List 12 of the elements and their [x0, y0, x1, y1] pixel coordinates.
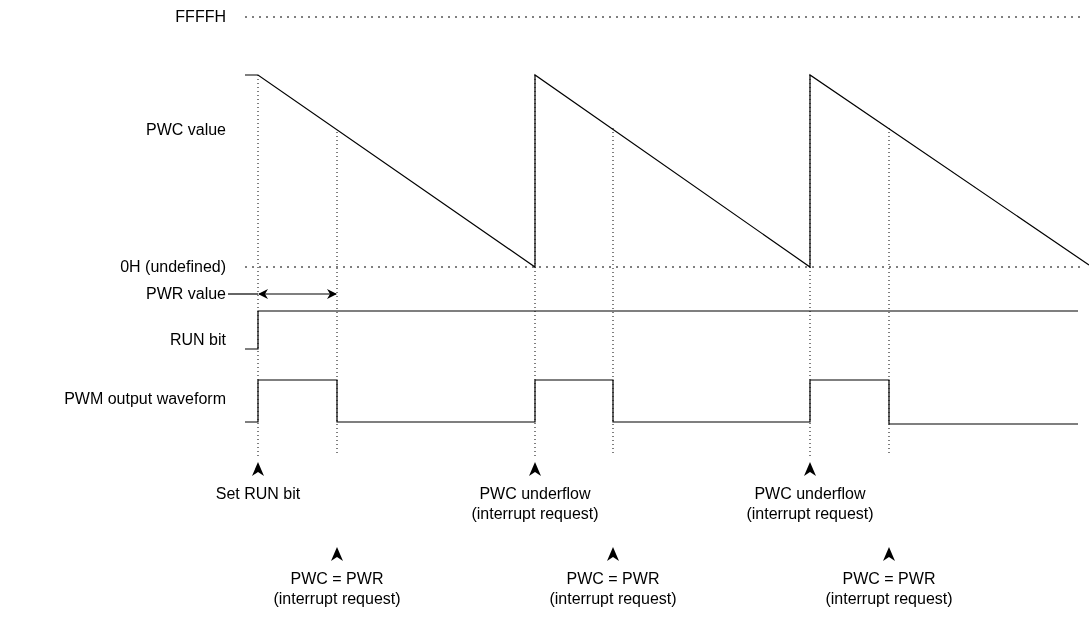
event-label: PWC = PWR (interrupt request)	[824, 569, 954, 609]
signal-label: PWC value	[145, 120, 226, 140]
signal-label: PWM output waveform	[64, 389, 226, 409]
signal-label: PWR value	[145, 284, 226, 304]
signal-label: 0H (undefined)	[120, 257, 226, 277]
signal-label: RUN bit	[170, 330, 226, 350]
signal-label: FFFFH	[175, 7, 226, 27]
event-label: PWC underflow (interrupt request)	[745, 484, 875, 524]
event-label: PWC underflow (interrupt request)	[470, 484, 600, 524]
event-label: Set RUN bit	[214, 484, 302, 504]
event-label: PWC = PWR (interrupt request)	[272, 569, 402, 609]
event-label: PWC = PWR (interrupt request)	[548, 569, 678, 609]
